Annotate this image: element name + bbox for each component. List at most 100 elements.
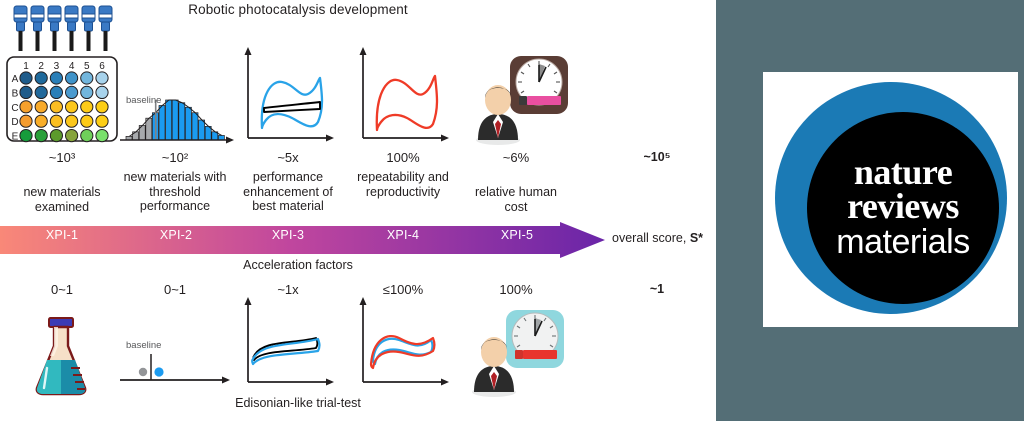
journal-logo-line1: nature [853, 152, 953, 192]
plate-well [34, 71, 48, 85]
businessman-top-tie [495, 120, 501, 138]
pipette-rack [12, 4, 116, 56]
cv-plot-blue-black [242, 46, 338, 144]
cv1-y-arrowhead [244, 47, 252, 55]
baseline-scatter [118, 352, 236, 386]
flask-neck-highlight [50, 327, 58, 356]
overall-score-prefix: overall score, [612, 231, 690, 245]
journal-logo-line3: materials [836, 223, 970, 261]
value-xpi1-bottom: 0~1 [50, 282, 74, 297]
value-xpi1-top: ~10³ [48, 150, 76, 165]
cv-plot-2-svg [359, 47, 449, 142]
xpi-label-4: XPI-4 [386, 228, 420, 242]
plate-well [95, 100, 109, 114]
value-xpi4-top: 100% [386, 150, 420, 165]
value-xpi5-bottom: 100% [499, 282, 533, 297]
xpi-label-5: XPI-5 [500, 228, 534, 242]
cv4-x-arrowhead [441, 378, 449, 386]
pipette-tip [35, 31, 40, 51]
plate-well [80, 129, 94, 143]
histogram-x-arrowhead [226, 136, 234, 144]
histogram-bar-blue [198, 119, 205, 141]
pipette-tip [52, 31, 57, 51]
desc-xpi5: relative human cost [475, 185, 557, 214]
flask-svg [35, 317, 87, 396]
human-cost-top-svg [476, 56, 568, 145]
plate-well [80, 85, 94, 100]
plate-well [49, 85, 64, 100]
desc-xpi1: new materials examined [23, 185, 101, 214]
overall-score-top: ~10⁵ [643, 150, 671, 164]
plate-well [49, 100, 64, 114]
plate-well [95, 114, 109, 128]
plate-well [49, 129, 64, 143]
plate-well [34, 129, 48, 143]
plate-col-header: 6 [99, 61, 105, 72]
cv2-y-arrowhead [359, 47, 367, 55]
cv-plot-4-svg [359, 297, 449, 386]
plate-col-header: 4 [69, 61, 75, 72]
journal-logo-line2: reviews [847, 186, 959, 226]
xpi-arrow-shape [0, 222, 605, 258]
histogram-svg [120, 99, 234, 144]
cv-plot-1-svg [244, 47, 334, 142]
clock-bottom-band-left [515, 350, 523, 359]
xpi-gradient-arrow [0, 222, 605, 258]
clock-bottom-band [523, 350, 557, 359]
value-xpi4-bottom: ≤100% [382, 282, 424, 297]
overall-score-bottom: ~1 [649, 282, 665, 296]
journal-logo: nature reviews materials [763, 72, 1018, 327]
xpi-label-1: XPI-1 [45, 228, 79, 242]
plate-well [34, 100, 48, 114]
flask-icon [30, 316, 92, 396]
value-xpi3-top: ~5x [277, 150, 299, 165]
cv1-black-curve [263, 101, 321, 113]
plate-well [95, 71, 109, 85]
histogram-baseline-label: baseline [126, 95, 162, 106]
pipette-rack-svg [13, 5, 113, 51]
histogram-bar-blue [191, 112, 199, 141]
clock-top-band [527, 96, 561, 105]
plate-well [95, 129, 109, 143]
plate-col-header: 1 [23, 61, 29, 72]
cv4-red-curve [369, 335, 436, 370]
pipette-window [30, 13, 45, 19]
xpi-arrow-svg [0, 222, 605, 258]
scatter-grey-point [138, 367, 148, 377]
flask-highlight [42, 366, 49, 390]
plate-well [19, 100, 33, 114]
overall-score-symbol: S* [689, 231, 704, 245]
plate-col-header: 3 [54, 61, 60, 72]
desc-xpi4: repeatability and reproductivity [357, 170, 449, 199]
histogram-bar-blue [171, 99, 179, 141]
pipette-window [64, 13, 79, 19]
plate-well [65, 129, 79, 143]
bottom-title: Edisonian-like trial-test [235, 396, 361, 410]
pipette-neck [67, 21, 76, 32]
clock-top-hour-hand [538, 66, 547, 83]
pipette-tip [103, 31, 108, 51]
plate-well [65, 71, 79, 85]
desc-xpi2: new materials with threshold performance [123, 170, 227, 213]
plate-col-header: 2 [38, 61, 44, 72]
value-xpi3-bottom: ~1x [277, 282, 299, 297]
plate-well [80, 71, 94, 85]
plate-row-header: A [12, 74, 19, 85]
xpi-label-3: XPI-3 [271, 228, 305, 242]
flask-cap [48, 317, 74, 328]
plate-well [19, 71, 33, 85]
histogram-envelope [129, 99, 222, 137]
clock-icon-top [510, 56, 568, 114]
band-caption: Acceleration factors [243, 258, 353, 272]
plate-row-header: D [11, 117, 18, 128]
human-cost-icon-bottom [462, 306, 572, 398]
plate-well [65, 85, 79, 100]
pipette-tip [86, 31, 91, 51]
journal-logo-disc: nature reviews materials [807, 112, 999, 304]
cv-plot-red-blue [357, 297, 453, 390]
value-xpi2-bottom: 0~1 [163, 282, 187, 297]
human-cost-bottom-svg [472, 310, 564, 397]
